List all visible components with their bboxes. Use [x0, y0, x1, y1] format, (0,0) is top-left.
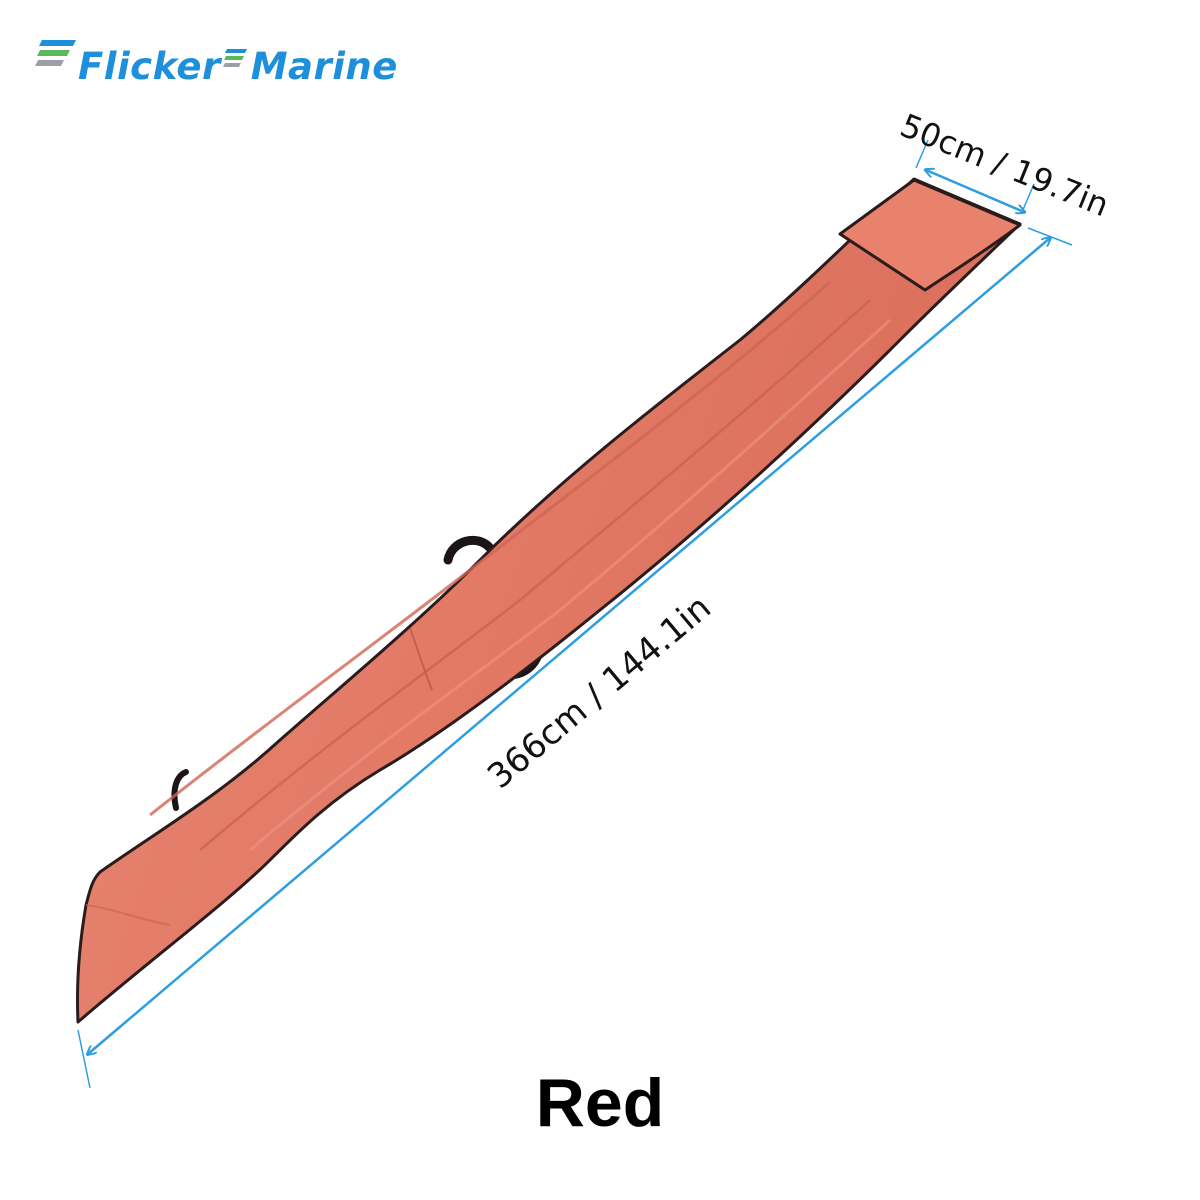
brand-name-flicker: Flicker — [78, 45, 221, 88]
brand-logo — [34, 26, 434, 86]
color-name-label: Red — [535, 1065, 665, 1141]
bag-body — [75, 177, 1022, 1024]
length-dimension — [77, 227, 1073, 1089]
width-dimension — [915, 139, 1035, 212]
brand-name-marine: Marine — [250, 45, 398, 88]
logo-stripes-icon — [35, 40, 76, 66]
brand-name: Flicker Marine — [78, 31, 398, 88]
brand-separator — [221, 31, 251, 91]
